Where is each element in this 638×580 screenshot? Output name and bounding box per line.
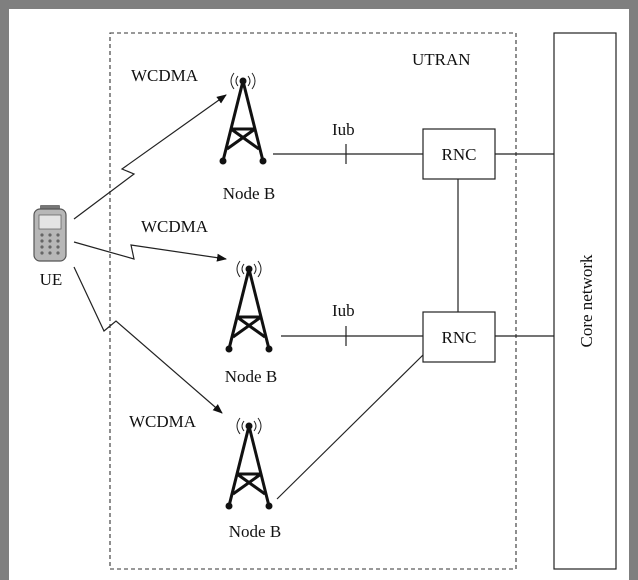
wcdma-1-label: WCDMA bbox=[131, 66, 199, 85]
node-b-3-label: Node B bbox=[229, 522, 281, 541]
rnc-top-label: RNC bbox=[442, 145, 477, 164]
phone-icon bbox=[33, 205, 67, 262]
core-network-box bbox=[553, 32, 617, 570]
node-b-2-label: Node B bbox=[225, 367, 277, 386]
antenna-tower-icon bbox=[225, 422, 273, 510]
ue-label: UE bbox=[40, 270, 63, 289]
antenna-tower-icon bbox=[219, 77, 267, 165]
radio-wave-icon bbox=[230, 72, 256, 90]
iub-top-label: Iub bbox=[332, 120, 355, 139]
diagram-frame: UTRAN Core network Iub Iub RNC RNC Node … bbox=[9, 9, 629, 580]
node-b-1-label: Node B bbox=[223, 184, 275, 203]
rnc-bottom-label: RNC bbox=[442, 328, 477, 347]
rnc-bottom-box bbox=[422, 311, 496, 363]
radio-link-2 bbox=[73, 241, 227, 262]
utran-label: UTRAN bbox=[412, 50, 471, 69]
antenna-tower-icon bbox=[225, 265, 273, 353]
utran-boundary bbox=[109, 32, 517, 570]
iub-bottom-label: Iub bbox=[332, 301, 355, 320]
utran-architecture-diagram: UTRAN Core network Iub Iub RNC RNC Node … bbox=[33, 32, 617, 570]
radio-link-3 bbox=[73, 266, 223, 414]
core-network-label: Core network bbox=[577, 254, 596, 348]
wcdma-2-label: WCDMA bbox=[141, 217, 209, 236]
wcdma-3-label: WCDMA bbox=[129, 412, 197, 431]
radio-wave-icon bbox=[236, 260, 262, 278]
node-b-3-rnc-link bbox=[276, 354, 424, 500]
rnc-top-box bbox=[422, 128, 496, 180]
radio-wave-icon bbox=[236, 417, 262, 435]
radio-link-1 bbox=[73, 94, 227, 220]
